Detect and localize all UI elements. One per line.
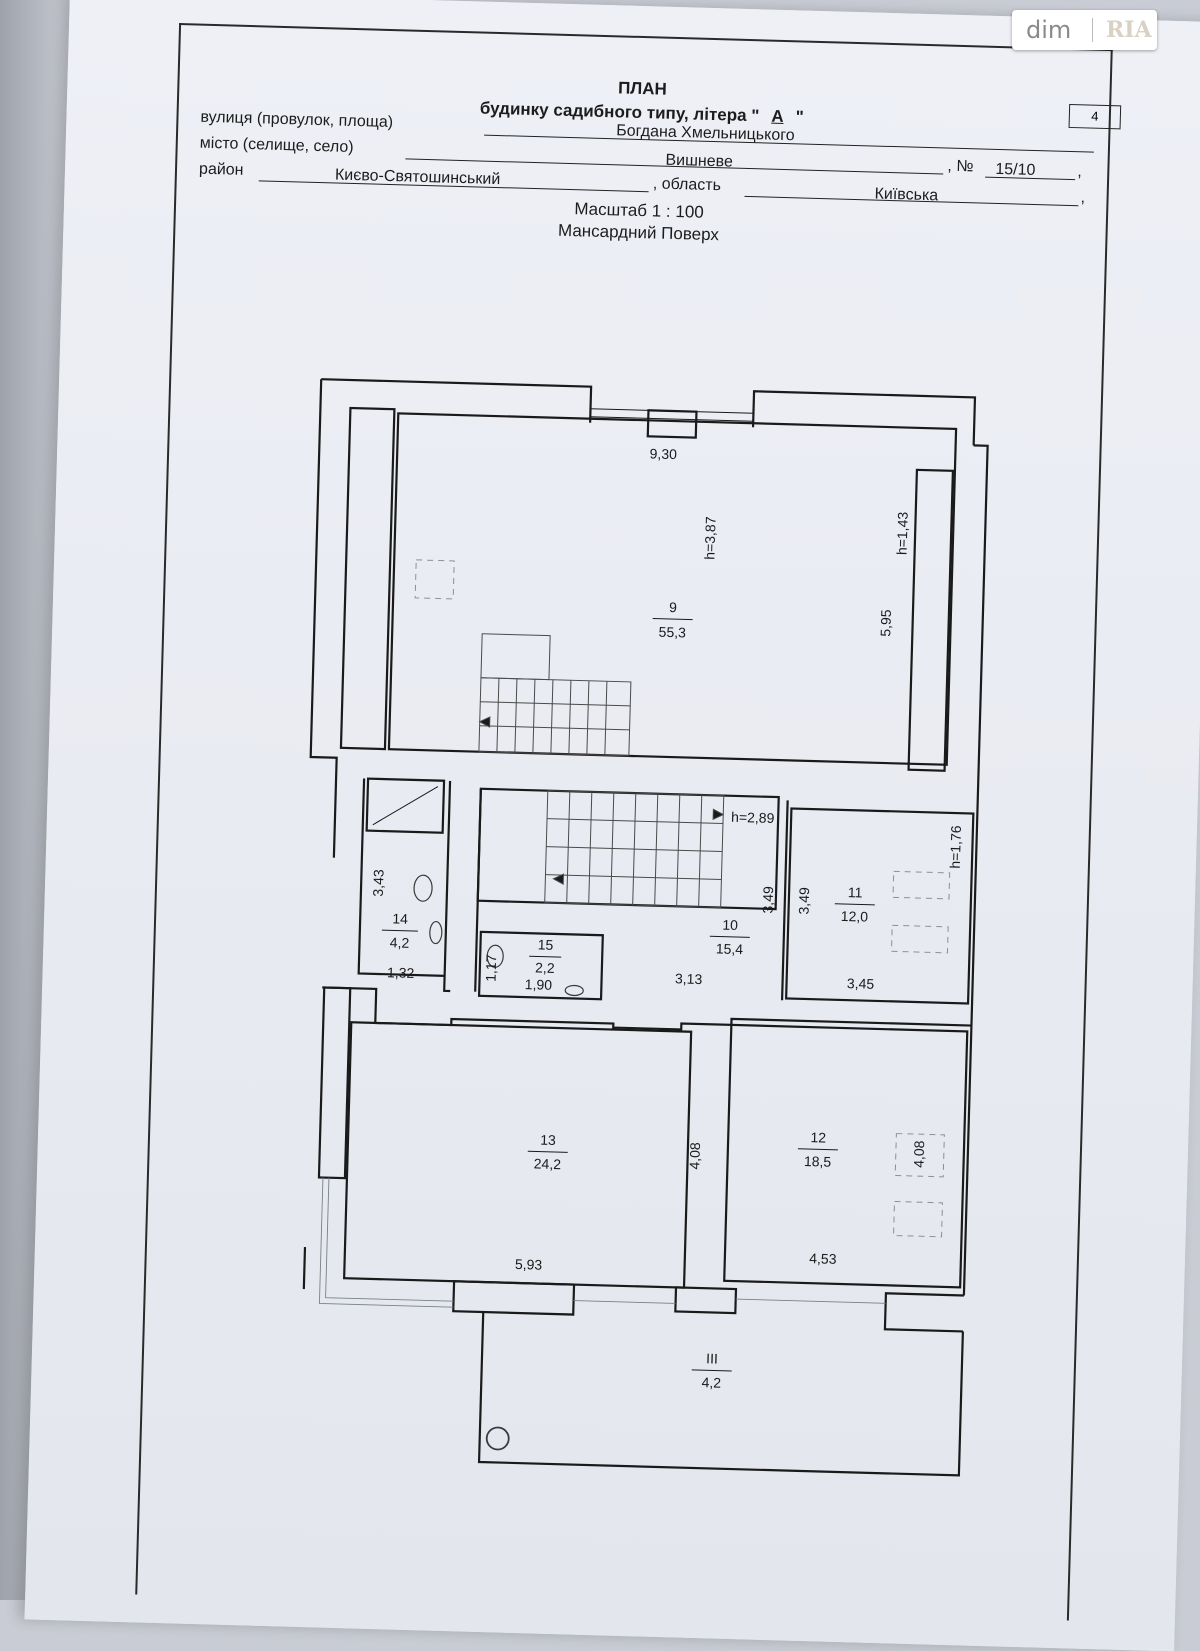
dim-room-9-width: 9,30 [649, 445, 677, 462]
watermark-separator [1092, 18, 1093, 42]
sink-room-15 [564, 984, 584, 997]
room-13-number: 13 [540, 1132, 556, 1148]
room-10-number: 10 [722, 917, 738, 933]
stairs [478, 633, 725, 909]
dim-room-11-height: h=1,76 [947, 825, 964, 869]
dim-room-13-width: 5,93 [515, 1256, 543, 1273]
drain-circle-terrace [485, 1426, 510, 1451]
outer-wall-top-left [321, 378, 593, 423]
dim-room-13-side: 4,08 [686, 1142, 703, 1170]
fixtures [413, 874, 584, 1451]
room-11-area: 12,0 [841, 908, 869, 925]
room-11-number: 11 [848, 884, 863, 900]
skylight-room-9 [414, 559, 455, 600]
room-9-number: 9 [669, 599, 677, 615]
room-10-left-wall [474, 788, 482, 992]
terrace-guides [318, 1177, 886, 1308]
room-12-area: 18,5 [804, 1153, 832, 1170]
dim-room-15-width: 1,90 [525, 976, 553, 993]
room-14-walls [357, 778, 445, 977]
dim-room-9-height-a: h=3,87 [701, 516, 718, 560]
room-14-number: 14 [392, 910, 408, 926]
bottom-window-block-right [674, 1286, 738, 1315]
stair-arrow-upper [478, 716, 491, 728]
dim-room-11-side: 3,49 [795, 887, 812, 915]
stair-landing-upper [480, 633, 551, 681]
toilet-room-15 [486, 944, 504, 968]
room-9-left-knee-wall [339, 406, 396, 751]
shower-diagonal [372, 786, 439, 826]
room-15-outline [477, 930, 604, 1001]
dim-room-10-width: 3,13 [675, 970, 703, 987]
skylight-room-11-a [892, 870, 951, 900]
room-11-outline [784, 807, 975, 1005]
room-13-left-pier [317, 986, 352, 1180]
room-15-number: 15 [538, 936, 554, 952]
dim-room-14-width: 1,32 [387, 964, 415, 981]
room-13-outline [343, 1021, 693, 1289]
dim-room-10-height: h=2,89 [731, 809, 775, 826]
dim-room-12-side: 4,08 [910, 1140, 927, 1168]
room-10-right-wall [780, 800, 789, 1001]
stair-arrow-right [712, 808, 725, 821]
dim-room-15-side: 1,17 [482, 954, 499, 982]
room-9-right-knee-wall [907, 468, 955, 772]
room-9-outline [387, 412, 958, 766]
outer-wall-right [962, 444, 989, 1296]
skylights [414, 559, 951, 1238]
room-13-area: 24,2 [534, 1155, 562, 1172]
outer-wall-left-lower [302, 1247, 307, 1290]
dimria-watermark: dim RIA [1012, 10, 1157, 50]
skylight-room-11-b [890, 924, 949, 954]
top-window-block [646, 409, 698, 439]
stair-flight-upper [478, 677, 632, 757]
sink-room-14 [429, 920, 443, 945]
room-12-number: 12 [810, 1129, 826, 1145]
room-10-area: 15,4 [716, 940, 744, 957]
shower-tray [365, 777, 446, 834]
outer-wall-bottom-right-notch [883, 1292, 964, 1333]
toilet-room-14 [413, 874, 433, 902]
skylight-room-12-a [894, 1133, 945, 1178]
floor-plan: 9 55,3 10 15,4 11 12,0 12 18,5 13 24,2 1… [302, 378, 989, 1477]
skylight-room-12-b [893, 1200, 943, 1238]
dim-room-14-side: 3,43 [370, 869, 387, 897]
watermark-dim: dim [1026, 16, 1072, 44]
watermark-ria: RIA [1106, 17, 1152, 43]
room-labels: 9 55,3 10 15,4 11 12,0 12 18,5 13 24,2 1… [381, 599, 875, 1391]
dim-room-9-depth: 5,95 [877, 609, 894, 637]
room-15-area: 2,2 [535, 959, 555, 976]
terrace-iii-number: III [706, 1350, 718, 1366]
stair-arrow-lower [552, 873, 565, 885]
outer-wall-top-right [751, 390, 977, 446]
top-window-line-1 [590, 408, 754, 414]
dim-room-9-height-b: h=1,43 [894, 511, 911, 555]
plan-walls [302, 378, 989, 1477]
paper-sheet: 4 ПЛАН будинку садибного типу, літера "А… [24, 0, 1200, 1651]
room-14-right-wall [443, 780, 452, 993]
terrace-iii-outline [477, 1312, 964, 1477]
outer-wall-left-upper [309, 379, 338, 858]
lower-rooms-top-wall [322, 986, 972, 1031]
room-9-area: 55,3 [658, 624, 686, 641]
terrace-iii-area: 4,2 [701, 1374, 721, 1391]
bottom-window-block-left [452, 1280, 576, 1316]
dim-room-10-side: 3,49 [759, 886, 776, 914]
top-window-line-2 [590, 416, 754, 422]
dimension-labels: 9,30 h=3,87 h=1,43 5,95 h=2,89 3,49 3,13… [370, 445, 964, 1273]
room-12-outline [723, 1023, 969, 1289]
dim-room-11-width: 3,45 [847, 975, 875, 992]
dim-room-12-width: 4,53 [809, 1250, 837, 1267]
room-14-area: 4,2 [390, 934, 410, 951]
